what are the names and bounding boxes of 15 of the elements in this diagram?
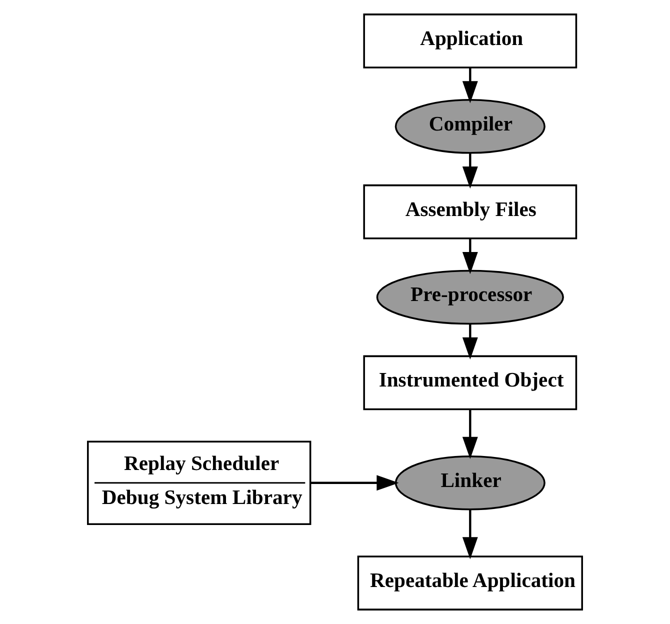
arrow bbox=[310, 475, 399, 491]
arrow bbox=[462, 410, 478, 460]
arrow bbox=[462, 238, 478, 274]
node-box: Replay Scheduler Debug System Library bbox=[87, 440, 312, 525]
node-box: Assembly Files bbox=[363, 184, 578, 240]
arrow bbox=[462, 510, 478, 560]
node-box: Application bbox=[363, 14, 578, 68]
arrow bbox=[462, 68, 478, 104]
node-ellipse: Pre-processor bbox=[376, 270, 564, 325]
node-ellipse: Linker bbox=[394, 455, 546, 510]
node-box: Repeatable Application bbox=[357, 556, 583, 610]
arrow bbox=[462, 153, 478, 189]
arrow bbox=[462, 324, 478, 360]
node-box: Instrumented Object bbox=[363, 355, 578, 410]
node-ellipse: Compiler bbox=[394, 99, 546, 154]
